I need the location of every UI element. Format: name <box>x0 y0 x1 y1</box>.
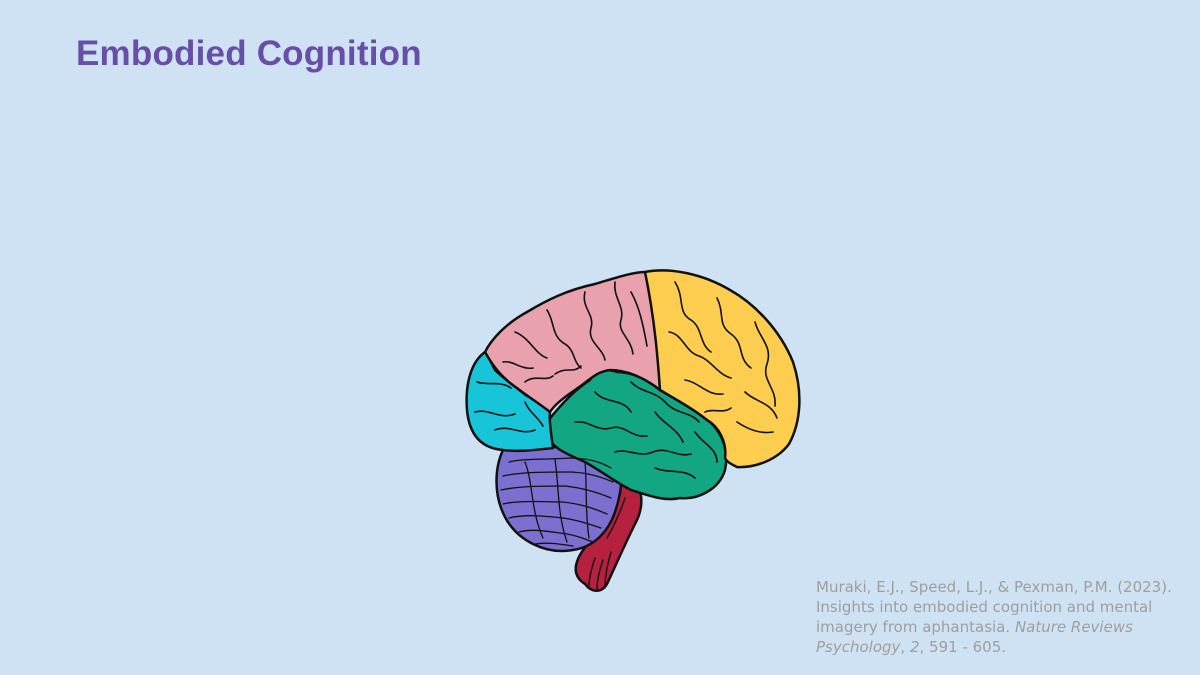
parietal-region <box>643 269 801 469</box>
citation-pages: , 591 - 605. <box>919 638 1007 656</box>
citation-journal: Nature Reviews Psychology <box>816 618 1133 656</box>
citation-volume: 2 <box>909 638 920 656</box>
slide-title: Embodied Cognition <box>76 34 422 73</box>
citation-article-title: Insights into embodied cognition and men… <box>816 598 1153 636</box>
brain-illustration-icon <box>465 269 801 592</box>
citation: Muraki, E.J., Speed, L.J., & Pexman, P.M… <box>816 578 1172 656</box>
citation-authors: Muraki, E.J., Speed, L.J., & Pexman, P.M… <box>816 578 1172 596</box>
